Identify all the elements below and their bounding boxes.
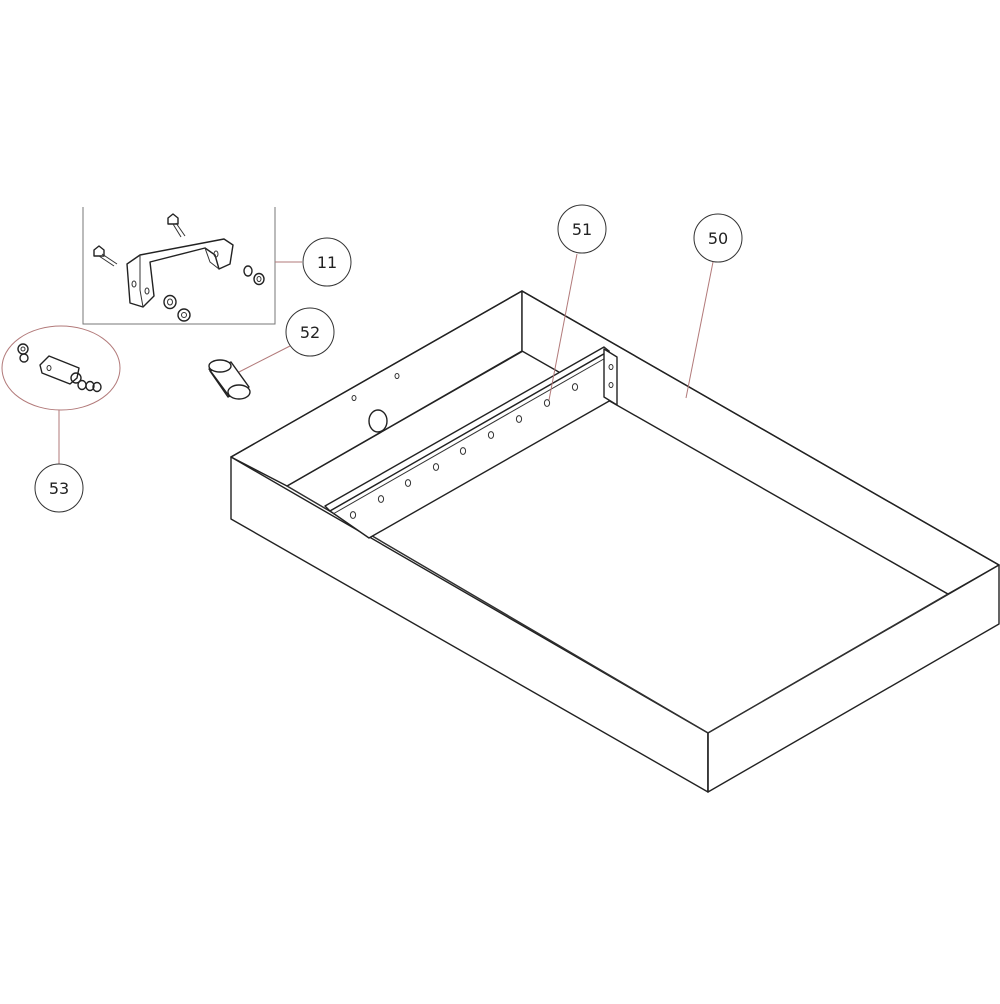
- rail-holes: [349, 383, 579, 519]
- latch-kit-part-53: 53: [1, 325, 121, 513]
- callout-52-label: 52: [300, 323, 320, 342]
- rail-part-51: [324, 346, 618, 539]
- callout-51-label: 51: [572, 220, 592, 239]
- callout-51: 51: [548, 204, 607, 401]
- foot-part-52: 52: [208, 307, 335, 400]
- callout-50: 50: [685, 213, 743, 399]
- callout-50-label: 50: [708, 229, 728, 248]
- handle-kit-part-11: 11: [82, 207, 352, 325]
- callout-11-label: 11: [317, 253, 337, 272]
- callout-53-label: 53: [49, 479, 69, 498]
